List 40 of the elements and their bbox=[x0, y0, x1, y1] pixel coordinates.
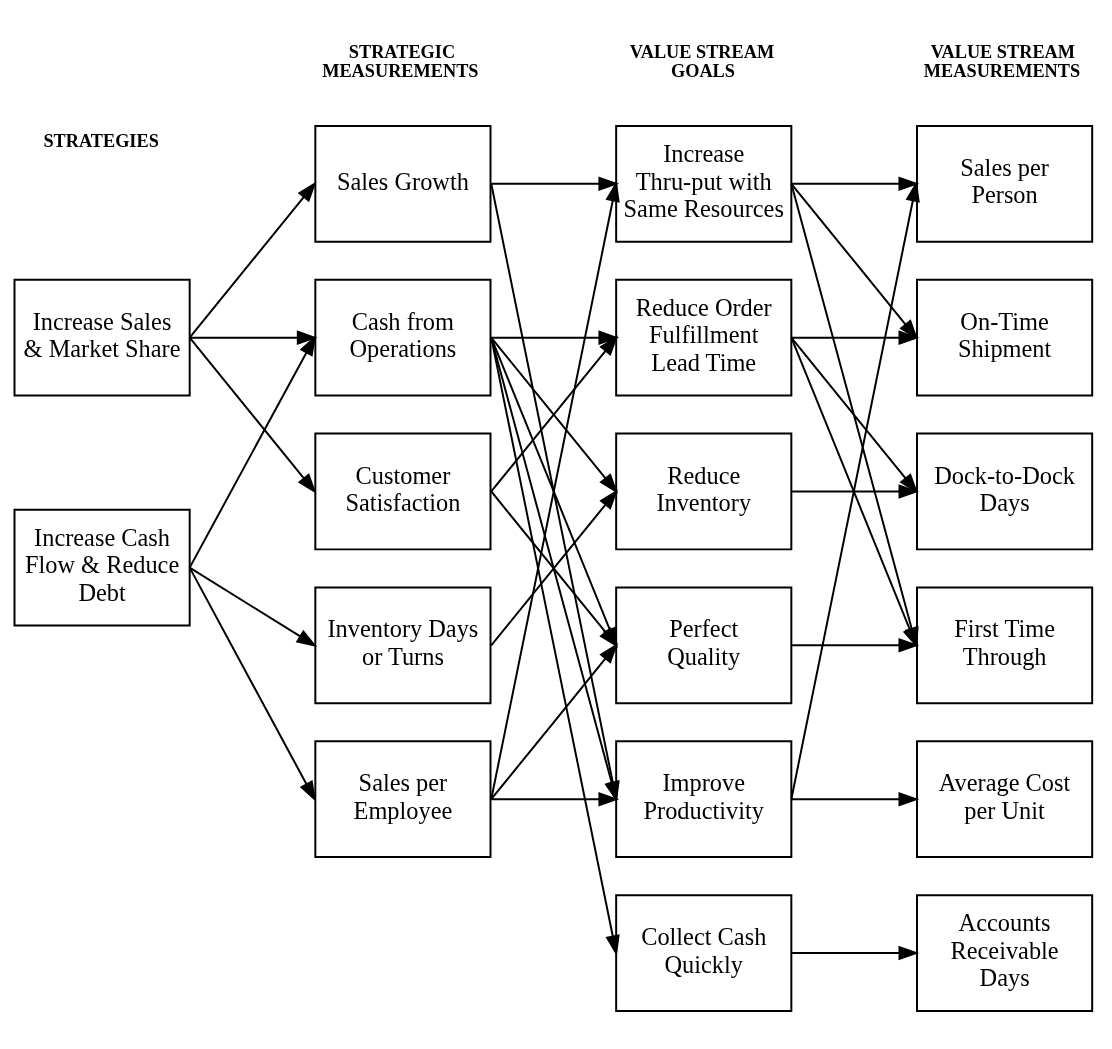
node-box: Inventory Days or Turns bbox=[314, 585, 492, 704]
arrow bbox=[490, 791, 620, 806]
arrow bbox=[790, 637, 920, 653]
node-box: Cash from Operations bbox=[314, 278, 492, 396]
arrow bbox=[790, 176, 920, 191]
arrow bbox=[790, 336, 919, 494]
node-box: Reduce Inventory bbox=[615, 432, 793, 550]
node-box: Increase Thru-put with Same Resources bbox=[615, 124, 793, 243]
arrow bbox=[188, 180, 317, 339]
node-box: Improve Productivity bbox=[615, 739, 793, 858]
arrow bbox=[188, 336, 317, 494]
arrow bbox=[790, 329, 920, 345]
arrow bbox=[490, 329, 620, 345]
arrow bbox=[188, 566, 318, 647]
arrow bbox=[790, 945, 920, 960]
arrow bbox=[790, 791, 920, 806]
arrow bbox=[188, 334, 316, 569]
node-box: Collect Cash Quickly bbox=[615, 893, 793, 1012]
node-box: First Time Through bbox=[916, 585, 1094, 704]
arrow bbox=[790, 483, 920, 499]
label: VALUE STREAM MEASUREMENTS bbox=[923, 41, 1081, 81]
node-box: On-Time Shipment bbox=[916, 278, 1094, 396]
node-box: Customer Satisfaction bbox=[314, 432, 492, 550]
node-box: Reduce Order Fulfillment Lead Time bbox=[615, 278, 793, 396]
node-box: Increase Sales & Market Share bbox=[13, 278, 191, 396]
node-box: Average Cost per Unit bbox=[916, 739, 1094, 858]
arrow bbox=[790, 182, 919, 340]
label: VALUE STREAM GOALS bbox=[629, 41, 775, 81]
node-box: Sales per Person bbox=[916, 124, 1094, 243]
arrow bbox=[188, 566, 316, 802]
node-box: Perfect Quality bbox=[615, 585, 793, 704]
arrow bbox=[490, 176, 620, 191]
node-box: Sales Growth bbox=[314, 124, 492, 243]
node-box: Accounts Receivable Days bbox=[916, 893, 1094, 1012]
arrow bbox=[188, 329, 318, 345]
label: STRATEGIES bbox=[43, 130, 159, 151]
label: STRATEGIC MEASUREMENTS bbox=[322, 41, 479, 81]
node-box: Increase Cash Flow & Reduce Debt bbox=[13, 508, 191, 626]
node-box: Sales per Employee bbox=[314, 739, 492, 858]
node-box: Dock-to-Dock Days bbox=[916, 432, 1094, 550]
